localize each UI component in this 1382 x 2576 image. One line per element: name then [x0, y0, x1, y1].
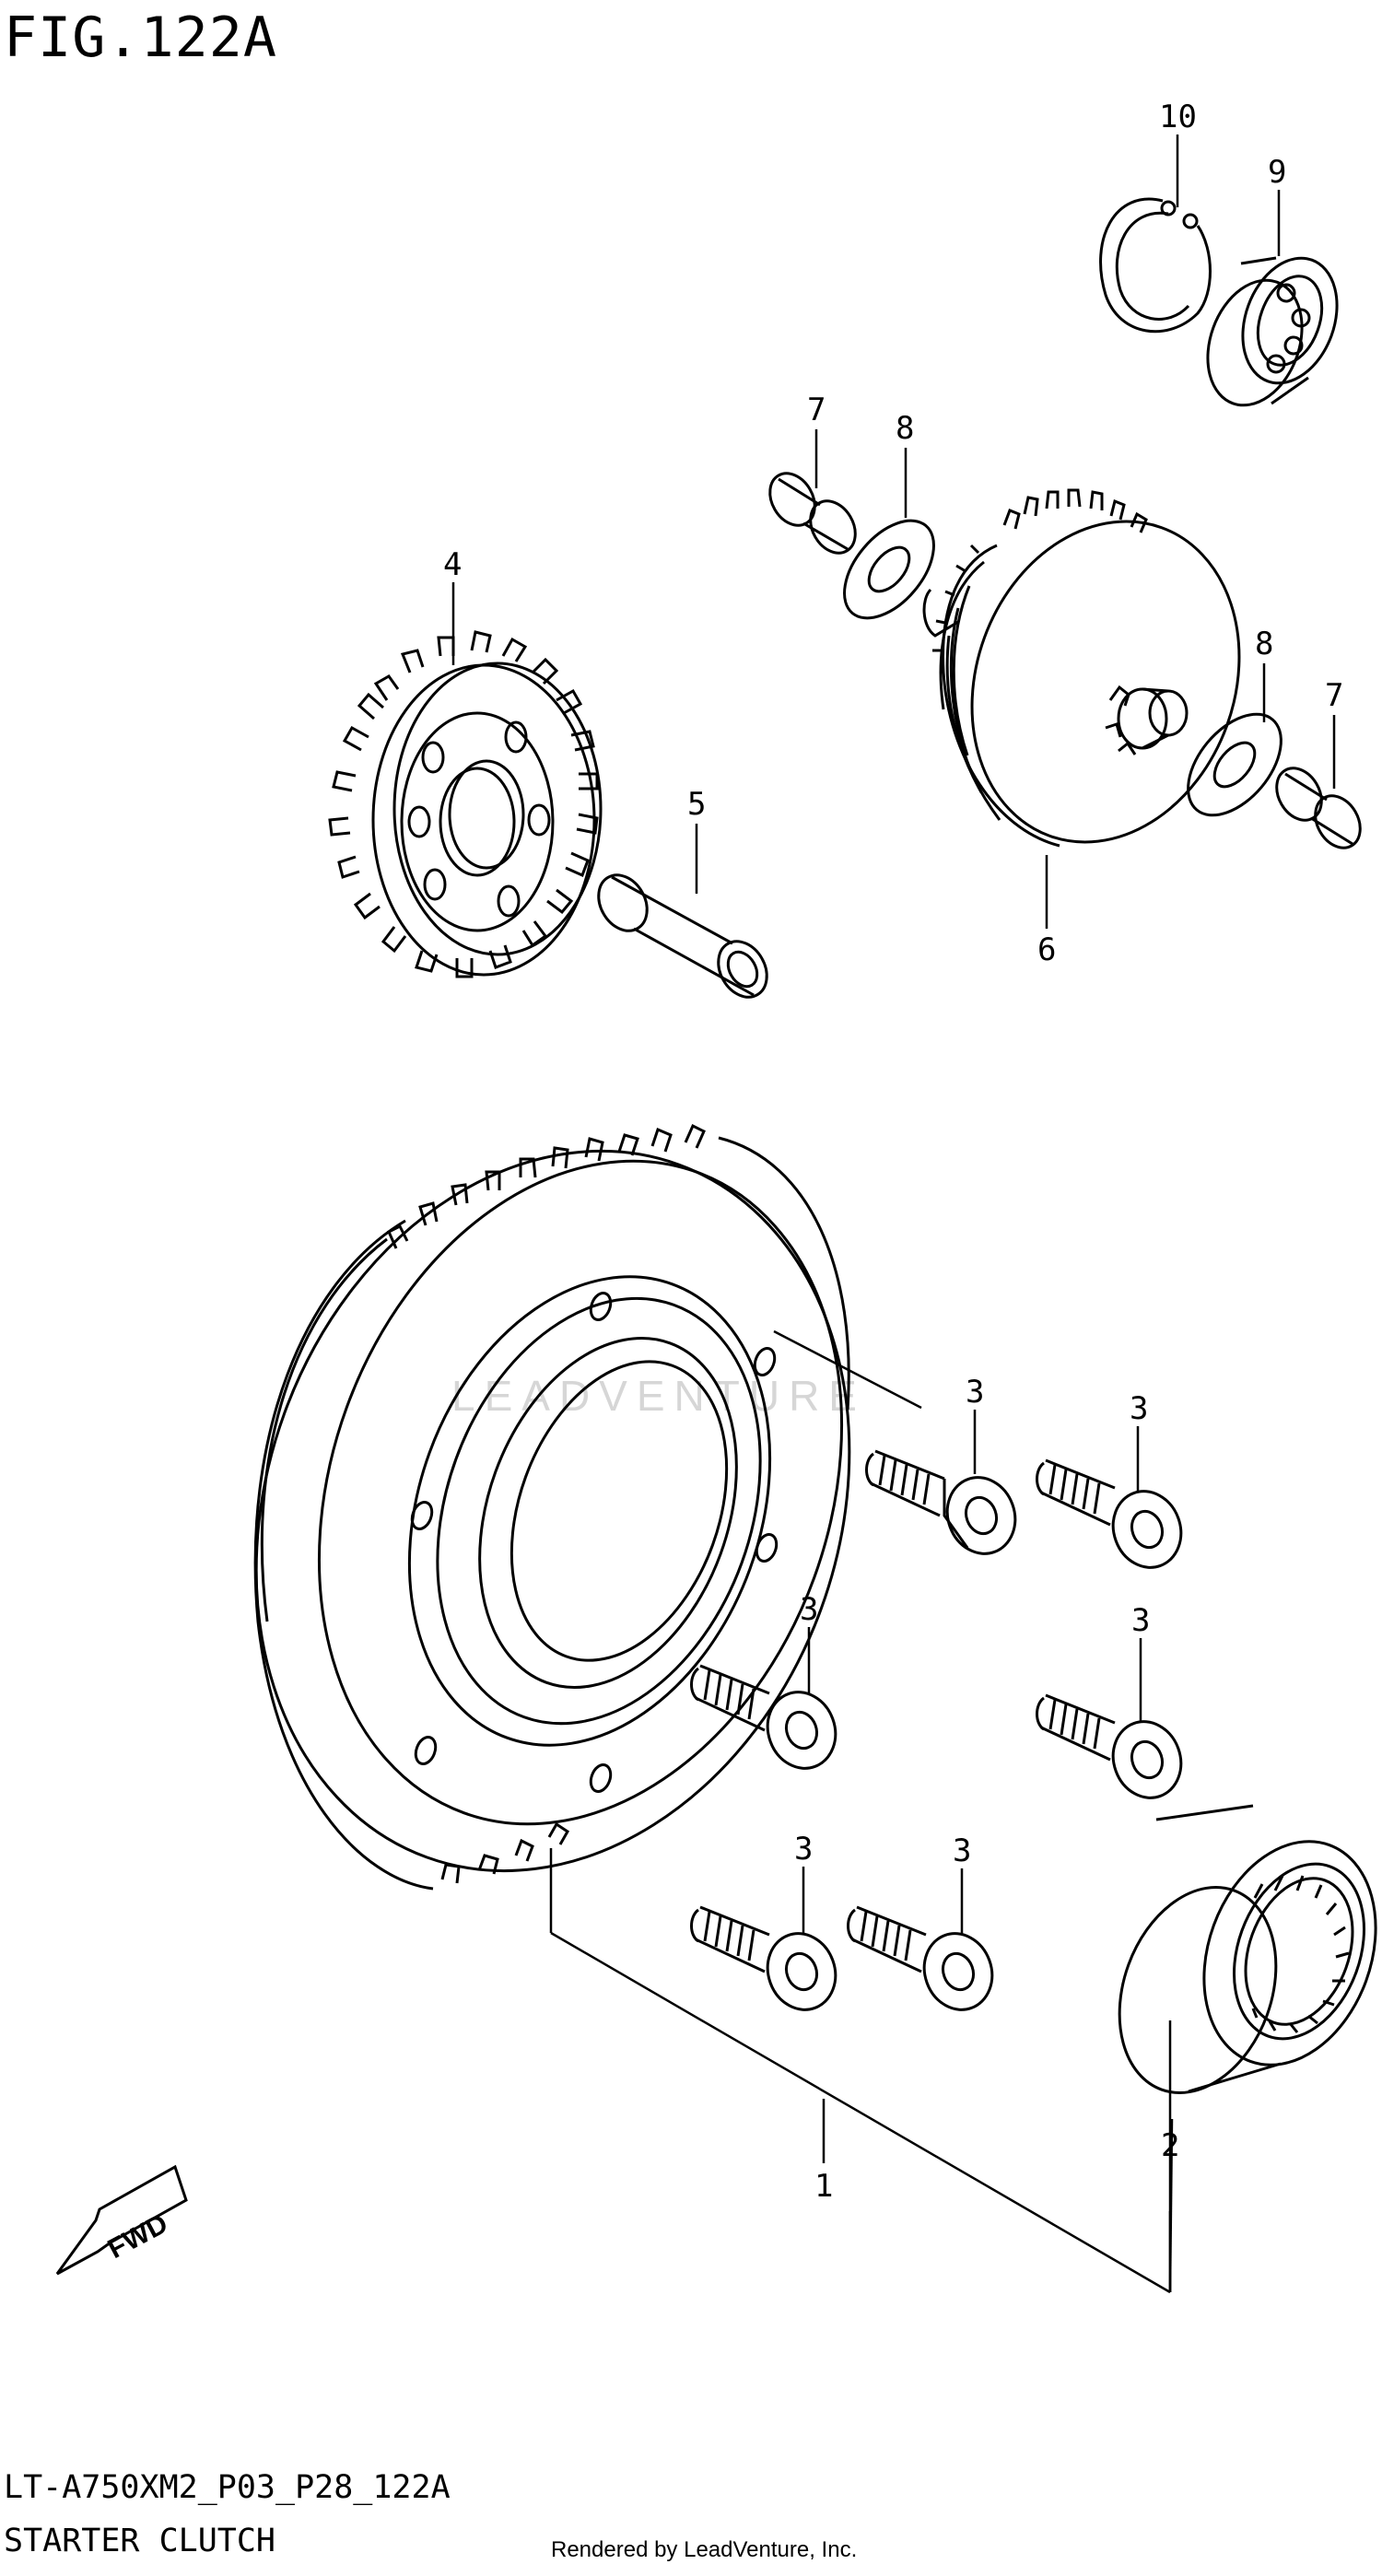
callout-9: 9 [1268, 154, 1286, 191]
bushing-part-7-upper[interactable] [761, 465, 864, 561]
callout-3-e: 3 [794, 1831, 813, 1868]
callout-8-lower: 8 [1255, 626, 1273, 662]
section-title: STARTER CLUTCH [4, 2523, 276, 2559]
model-code: LT-A750XM2_P03_P28_122A [4, 2469, 451, 2506]
callout-5: 5 [687, 786, 706, 823]
circlip-part-10[interactable] [1099, 197, 1212, 334]
bolt-part-3-a[interactable] [865, 1449, 1026, 1563]
callout-1: 1 [814, 2168, 833, 2205]
callout-6: 6 [1037, 931, 1056, 968]
figure-title: FIG.122A [4, 6, 277, 70]
callout-4: 4 [443, 546, 462, 583]
idle-gear-part-4[interactable] [328, 630, 603, 978]
bolt-part-3-d[interactable] [1036, 1693, 1192, 1808]
callout-3-b: 3 [1130, 1390, 1148, 1427]
bushing-part-7-lower[interactable] [1268, 760, 1369, 856]
fwd-arrow-icon [55, 2164, 188, 2276]
bolt-part-3-f[interactable] [847, 1905, 1003, 2020]
shaft-part-5[interactable] [589, 866, 777, 1005]
callout-3-a: 3 [966, 1374, 984, 1411]
callout-2: 2 [1161, 2127, 1179, 2164]
callout-7-upper: 7 [807, 392, 826, 428]
bolt-part-3-e[interactable] [690, 1905, 847, 2020]
starter-clutch-gear-part-6[interactable] [922, 484, 1282, 880]
bolt-part-3-b[interactable] [1036, 1458, 1192, 1577]
callout-7-lower: 7 [1325, 677, 1343, 714]
fwd-label: FWD [103, 2208, 173, 2265]
bolt-part-3-c[interactable] [690, 1664, 847, 1778]
callout-8-upper: 8 [896, 410, 914, 447]
washer-part-8-upper[interactable] [827, 504, 952, 634]
bearing-part-9[interactable] [1191, 245, 1353, 418]
callout-3-c: 3 [800, 1591, 818, 1628]
starter-clutch-part-1[interactable] [158, 1067, 947, 1955]
leader-lines [451, 135, 1336, 2294]
callout-3-f: 3 [953, 1832, 971, 1869]
watermark: LEADVENTURE [451, 1372, 866, 1420]
rendered-by-credit: Rendered by LeadVenture, Inc. [551, 2537, 858, 2562]
washer-part-8-lower[interactable] [1170, 697, 1299, 833]
needle-bearing-part-2[interactable] [1092, 1804, 1382, 2114]
callout-3-d: 3 [1131, 1602, 1150, 1639]
callout-10: 10 [1159, 99, 1197, 135]
